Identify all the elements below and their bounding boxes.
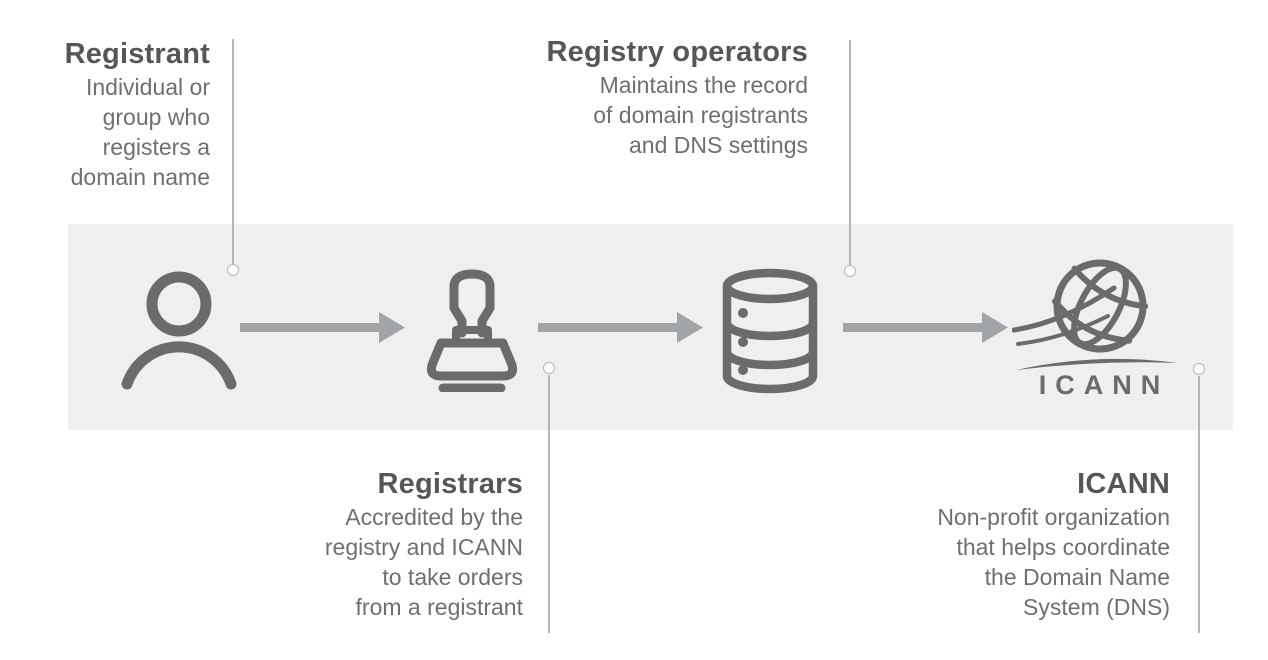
arrow-registrars-to-registry (538, 312, 703, 343)
callout-registry-operators: Registry operators Maintains the record … (488, 34, 808, 160)
callout-registrant-line: Individual or (85, 74, 210, 100)
leader-line-icann (1198, 376, 1200, 633)
callout-registry-operators-line: of domain registrants (593, 102, 808, 128)
leader-line-registry-operators (849, 40, 851, 265)
callout-registrars-line: Accredited by the (345, 504, 523, 530)
callout-registrant-title: Registrant (64, 38, 210, 70)
leader-line-registrant (232, 39, 234, 264)
callout-registrars-title: Registrars (377, 468, 523, 500)
leader-dot-registry-operators (844, 265, 856, 277)
callout-registrars-line: registry and ICANN (324, 534, 523, 560)
icann-wordmark: ICANN (1039, 370, 1170, 399)
person-icon (121, 271, 237, 390)
icann-logo: ICANN (1012, 259, 1178, 399)
stamp-icon (426, 269, 518, 392)
callout-registrant-line: domain name (70, 164, 210, 190)
leader-dot-registrars (543, 362, 555, 374)
callout-registry-operators-line: Maintains the record (599, 72, 808, 98)
leader-dot-icann (1193, 363, 1205, 375)
callout-registrant-line: registers a (102, 134, 210, 160)
callout-registrars-line: from a registrant (355, 594, 523, 620)
callout-icann-line: System (DNS) (1023, 594, 1170, 620)
callout-registrars-line: to take orders (382, 564, 523, 590)
arrow-registry-to-icann (843, 312, 1008, 343)
database-icon (722, 268, 818, 394)
leader-line-registrars (548, 375, 550, 633)
callout-icann-line: Non-profit organization (937, 504, 1170, 530)
callout-icann-line: that helps coordinate (956, 534, 1170, 560)
callout-registrant: Registrant Individual or group who regis… (0, 36, 210, 192)
arrow-registrant-to-registrars (240, 312, 405, 343)
callout-registrars: Registrars Accredited by the registry an… (243, 466, 523, 622)
callout-registry-operators-title: Registry operators (546, 36, 808, 68)
callout-icann-line: the Domain Name (984, 564, 1170, 590)
callout-registry-operators-line: and DNS settings (629, 132, 808, 158)
leader-dot-registrant (227, 264, 239, 276)
callout-registrant-line: group who (102, 104, 210, 130)
callout-icann: ICANN Non-profit organization that helps… (870, 466, 1170, 622)
callout-icann-title: ICANN (1077, 468, 1170, 500)
